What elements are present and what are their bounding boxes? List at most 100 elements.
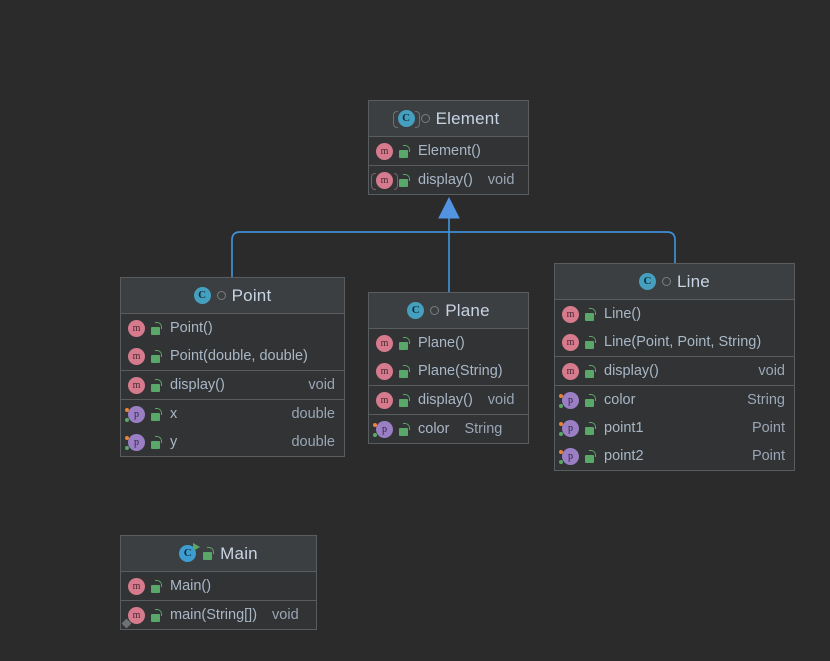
member-section: p color String p point1 Point p point2 P… [555,386,794,470]
member-row[interactable]: m display() void [555,357,794,385]
member-name: Line() [604,306,642,322]
member-section: m Main() [121,572,316,601]
method-icon: m [376,391,393,409]
lock-gray-icon [216,291,226,300]
member-name: color [418,421,450,437]
class-name-plane: Plane [445,300,490,320]
member-row[interactable]: m display() void [369,166,528,194]
member-row[interactable]: p x double [121,400,344,428]
member-section: m display() void [555,357,794,386]
member-section: m main(String[]) void [121,601,316,629]
lock-open-green-icon [585,307,596,321]
lock-open-green-icon [399,336,410,350]
lock-open-green-icon [151,608,162,622]
method-icon: m [562,305,579,323]
member-name: display() [418,392,473,408]
method-icon: m [128,577,145,595]
lock-open-green-icon [151,349,162,363]
member-section: m display() void [369,386,528,415]
class-header-line[interactable]: C Line [555,264,794,300]
method-icon: m [562,333,579,351]
property-icon: p [559,419,579,437]
class-box-plane[interactable]: C Plane m Plane() m Plane(String) m disp… [368,292,529,444]
lock-open-green-icon [399,393,410,407]
class-name-element: Element [435,108,500,128]
member-row[interactable]: m Point(double, double) [121,342,344,370]
lock-open-green-icon [585,449,596,463]
class-box-point[interactable]: C Point m Point() m Point(double, double… [120,277,345,457]
method-icon: m [376,362,393,380]
method-abstract-icon: m [371,171,398,190]
member-row[interactable]: p point1 Point [555,414,794,442]
member-row[interactable]: m Point() [121,314,344,342]
member-name: Plane(String) [418,363,503,379]
member-section: m Line() m Line(Point, Point, String) [555,300,794,357]
member-row[interactable]: m display() void [121,371,344,399]
lock-open-green-icon [399,144,410,158]
member-type: void [487,172,515,188]
class-abstract-icon: C [392,110,420,128]
method-icon: m [128,319,145,337]
property-icon: p [559,447,579,465]
lock-open-green-icon [585,335,596,349]
class-box-line[interactable]: C Line m Line() m Line(Point, Point, Str… [554,263,795,471]
property-icon: p [559,391,579,409]
lock-open-green-icon [399,364,410,378]
property-icon: p [125,405,145,423]
member-row[interactable]: m Line(Point, Point, String) [555,328,794,356]
link-point-to-element [231,231,449,277]
class-runnable-icon: C [179,543,201,562]
member-row[interactable]: m main(String[]) void [121,601,316,629]
member-type: String [464,421,503,437]
member-section: m display() void [369,166,528,194]
class-box-main[interactable]: C Main m Main() m main(String[]) void [120,535,317,630]
member-row[interactable]: p y double [121,428,344,456]
member-section: m Point() m Point(double, double) [121,314,344,371]
member-row[interactable]: m Line() [555,300,794,328]
member-name: Point() [170,320,213,336]
member-section: m Plane() m Plane(String) [369,329,528,386]
member-type: Point [751,448,785,464]
member-section: m display() void [121,371,344,400]
member-type: Point [751,420,785,436]
lock-open-green-icon [151,378,162,392]
member-row[interactable]: m Plane() [369,329,528,357]
class-box-element[interactable]: C Element m Element() m display() void [368,100,529,195]
member-name: main(String[]) [170,607,258,623]
generalization-arrowhead [438,196,460,219]
class-header-main[interactable]: C Main [121,536,316,572]
member-name: Line(Point, Point, String) [604,334,762,350]
member-type: double [291,434,335,450]
lock-open-green-icon [399,173,410,187]
lock-gray-icon [662,277,672,286]
member-row[interactable]: m Main() [121,572,316,600]
member-section: p x double p y double [121,400,344,456]
member-name: Main() [170,578,212,594]
method-static-icon: m [128,606,145,624]
member-name: Plane() [418,335,465,351]
member-name: x [170,406,178,422]
member-row[interactable]: p color String [555,386,794,414]
member-row[interactable]: m Plane(String) [369,357,528,385]
member-type: String [747,392,785,408]
property-icon: p [125,433,145,451]
lock-open-green-icon [399,422,410,436]
lock-open-green-icon [585,393,596,407]
member-row[interactable]: m display() void [369,386,528,414]
member-row[interactable]: m Element() [369,137,528,165]
method-icon: m [128,376,145,394]
member-section: p color String [369,415,528,443]
member-row[interactable]: p point2 Point [555,442,794,470]
class-header-plane[interactable]: C Plane [369,293,528,329]
class-icon: C [193,287,211,304]
lock-open-green-icon [585,364,596,378]
member-type: void [272,607,299,623]
class-icon: C [407,302,425,319]
link-line-to-element [449,231,676,263]
member-row[interactable]: p color String [369,415,528,443]
class-header-element[interactable]: C Element [369,101,528,137]
class-header-point[interactable]: C Point [121,278,344,314]
member-name: display() [170,377,225,393]
member-name: Point(double, double) [170,348,308,364]
